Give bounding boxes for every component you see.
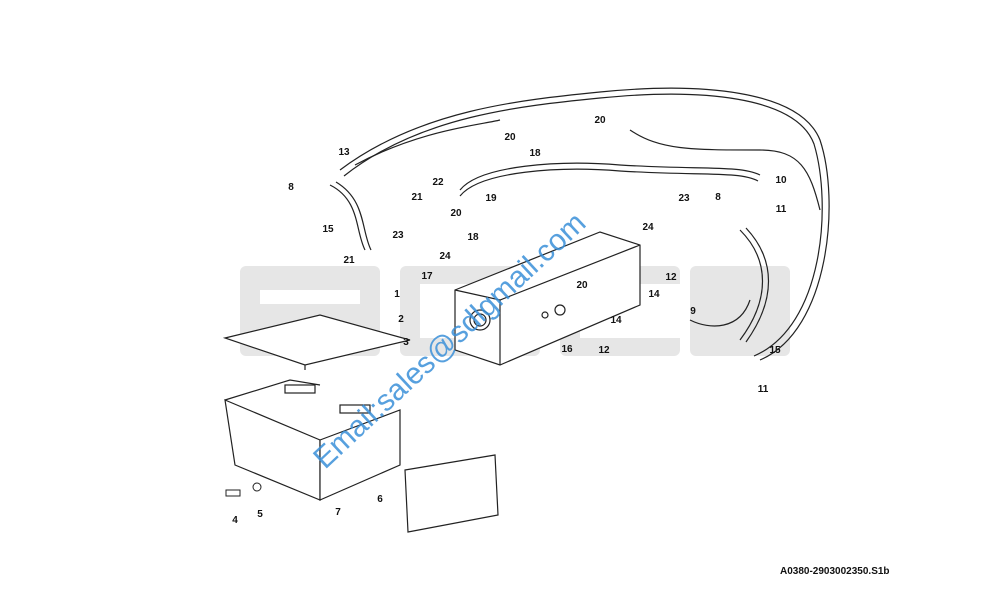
drawing-code: A0380-2903002350.S1b: [780, 566, 890, 577]
callout-11: 11: [776, 204, 787, 215]
callout-15: 15: [322, 224, 334, 235]
callout-1: 1: [394, 289, 400, 300]
callout-6: 6: [377, 494, 383, 505]
callout-14: 14: [610, 315, 622, 326]
bolt-4: [225, 482, 262, 497]
callout-4: 4: [232, 515, 238, 526]
callout-2: 2: [398, 314, 404, 325]
callout-24: 24: [439, 251, 451, 262]
callout-15: 15: [769, 345, 781, 356]
callout-11: 11: [758, 384, 769, 395]
callout-19: 19: [485, 193, 497, 204]
hoses: [329, 87, 830, 361]
callout-24: 24: [642, 222, 654, 233]
callout-12: 12: [598, 345, 610, 356]
callout-23: 23: [678, 193, 690, 204]
callout-21: 21: [343, 255, 355, 266]
callout-9: 9: [690, 306, 696, 317]
callout-16: 16: [561, 344, 573, 355]
callout-20: 20: [504, 132, 516, 143]
callout-20: 20: [450, 208, 462, 219]
callout-20: 20: [576, 280, 588, 291]
callout-5: 5: [257, 509, 263, 520]
callout-23: 23: [392, 230, 404, 241]
callout-3: 3: [403, 337, 409, 348]
callout-8: 8: [715, 192, 721, 203]
callout-20: 20: [594, 115, 606, 126]
callout-10: 10: [775, 175, 787, 186]
bracket-box: [224, 379, 401, 501]
callout-18: 18: [467, 232, 479, 243]
callout-7: 7: [335, 507, 341, 518]
callout-18: 18: [529, 148, 541, 159]
callout-17: 17: [421, 271, 433, 282]
callout-8: 8: [288, 182, 294, 193]
callout-12: 12: [665, 272, 677, 283]
callout-14: 14: [648, 289, 660, 300]
callout-21: 21: [411, 192, 423, 203]
hydraulic-tank: [454, 231, 641, 366]
callout-13: 13: [338, 147, 350, 158]
callout-22: 22: [432, 177, 444, 188]
side-plate: [404, 454, 499, 533]
cover-plate: [222, 314, 411, 370]
